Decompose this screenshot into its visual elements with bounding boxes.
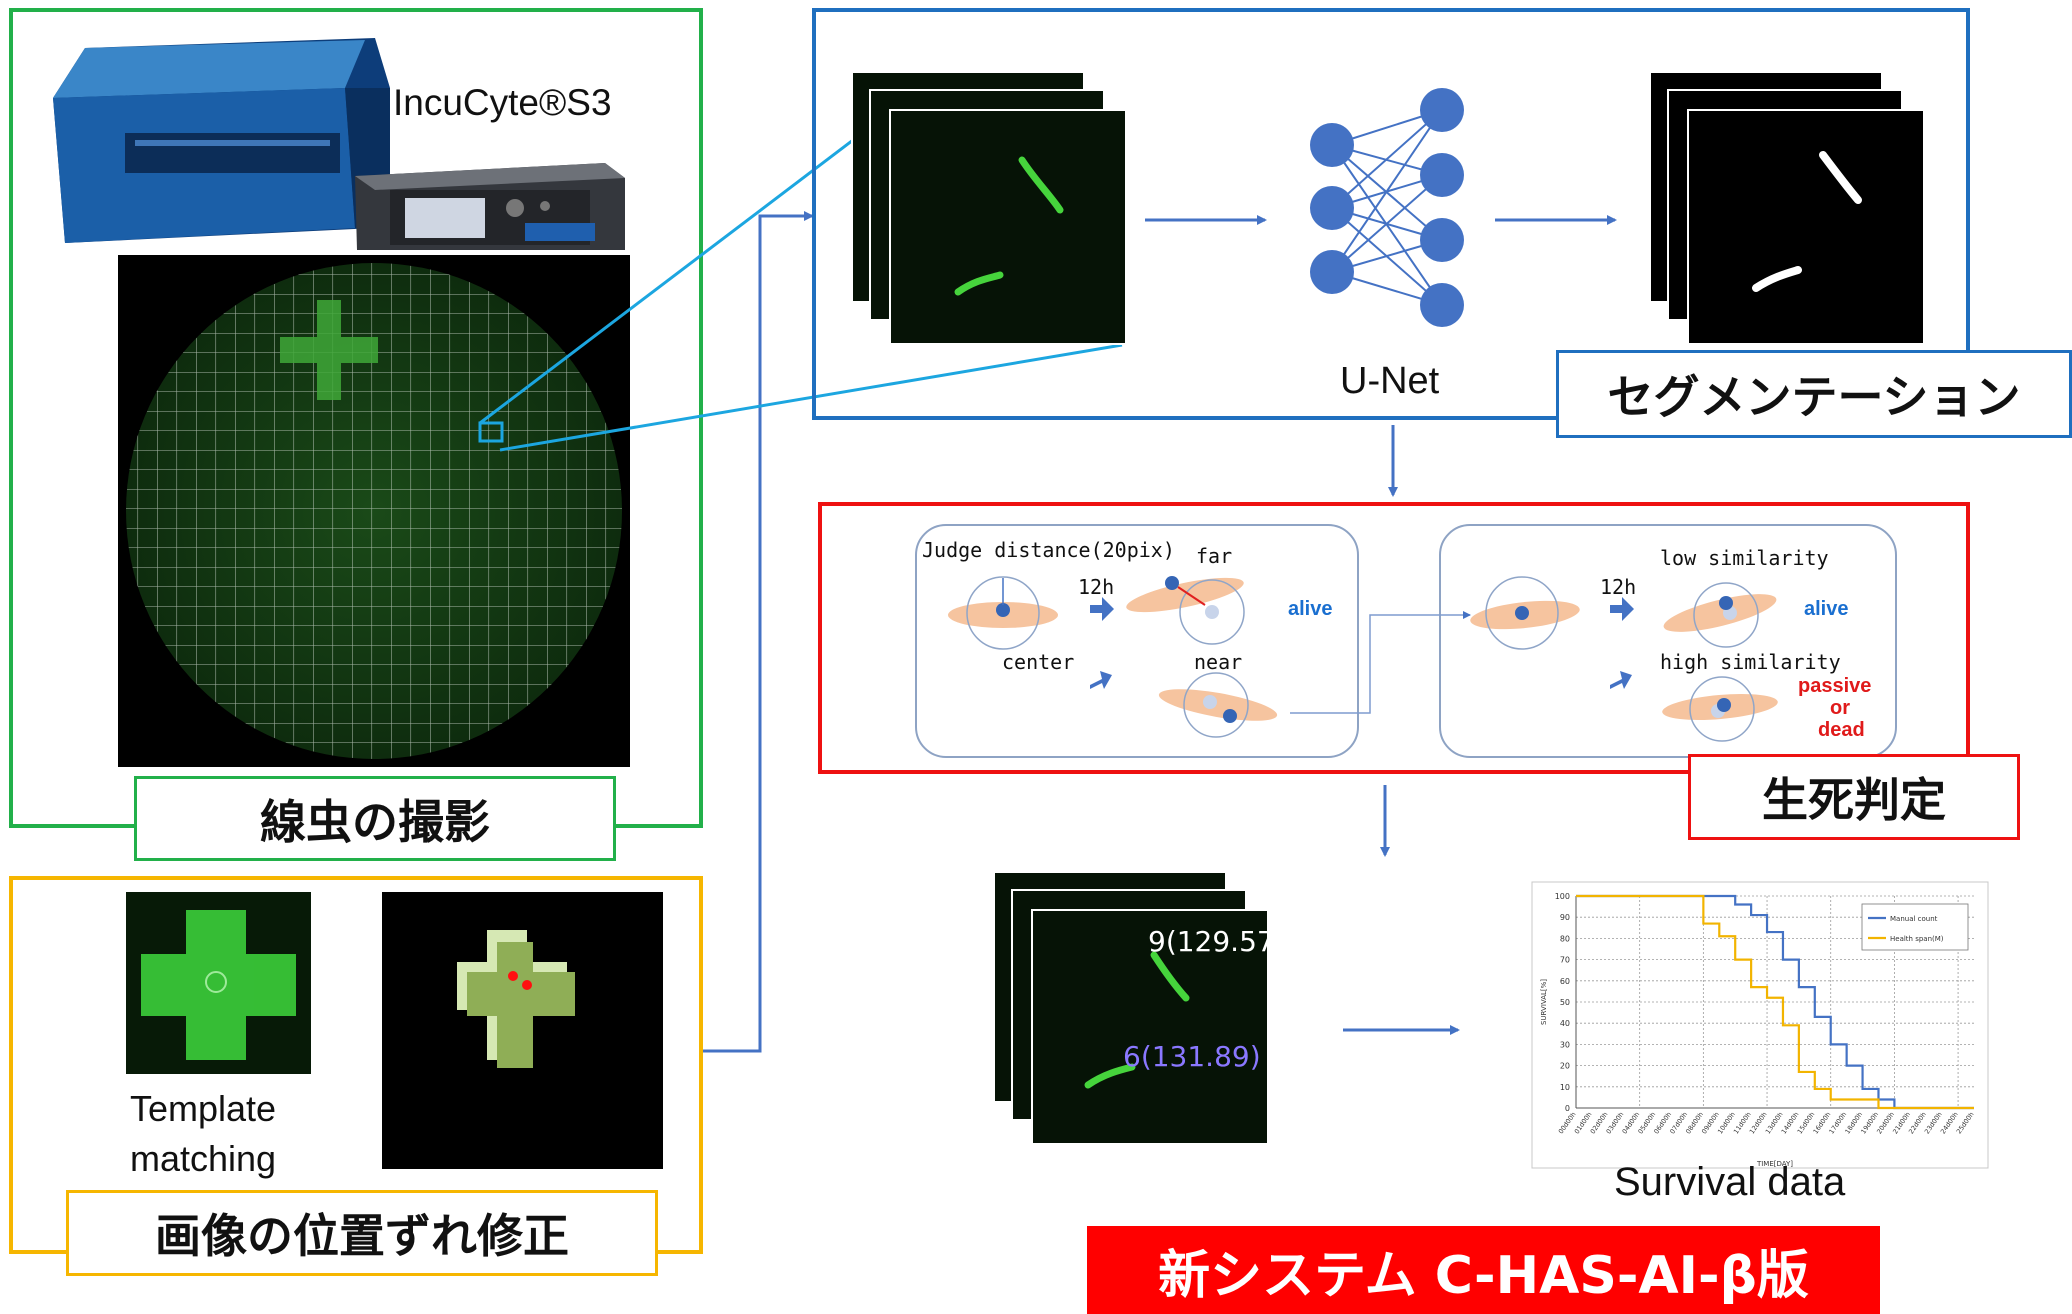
tracked-image-stack (993, 871, 1269, 1145)
low-similarity-text: low similarity (1660, 546, 1829, 570)
y-tick-label: 80 (1560, 934, 1570, 943)
y-tick-label: 100 (1555, 892, 1570, 901)
well-scan-image (118, 255, 630, 767)
y-tick-label: 10 (1560, 1083, 1570, 1092)
worm-id-label-1: 9(129.57 (1148, 925, 1268, 958)
imaging-label: 線虫の撮影 (134, 776, 616, 861)
interval-12h-b: 12h (1600, 575, 1637, 599)
y-tick-label: 40 (1560, 1019, 1570, 1028)
center-text: center (1002, 650, 1075, 674)
y-tick-label: 20 (1560, 1062, 1570, 1071)
judgement-frame (818, 502, 1970, 774)
legend-box (1861, 903, 1969, 951)
passive-text: passive (1798, 675, 1872, 697)
segmentation-label: セグメンテーション (1556, 350, 2072, 438)
y-tick-label: 70 (1560, 956, 1570, 965)
judgement-label: 生死判定 (1688, 754, 2020, 840)
input-image-stack (851, 71, 1127, 345)
legend-label: Manual count (1890, 915, 1938, 923)
high-similarity-text: high similarity (1660, 650, 1841, 674)
alive-text-a: alive (1288, 598, 1333, 620)
survival-caption: Survival data (1614, 1160, 1846, 1204)
unet-diagram (1145, 88, 1464, 327)
dead-text: dead (1818, 719, 1865, 741)
segmentation-frame (812, 8, 1970, 420)
unet-label: U-Net (1340, 360, 1440, 402)
interval-12h-a: 12h (1078, 575, 1115, 599)
template-text-2: matching (130, 1138, 277, 1179)
or-text: or (1830, 697, 1850, 719)
y-tick-label: 60 (1560, 977, 1570, 986)
legend-label: Health span(M) (1890, 935, 1944, 943)
far-text: far (1196, 544, 1233, 568)
output-arrow (1343, 1025, 1460, 1035)
template-text-1: Template (130, 1088, 277, 1129)
x-axis-label: TIME[DAY] (1756, 1160, 1793, 1168)
system-title: 新システム C-HAS-AI-β版 (1087, 1226, 1880, 1314)
series-line (1576, 894, 1974, 1110)
y-tick-label: 0 (1565, 1104, 1570, 1113)
incucyte-device-image (53, 38, 625, 250)
near-text: near (1194, 650, 1243, 674)
worm-id-label-2: 6(131.89) (1123, 1040, 1261, 1073)
y-axis-label: SURVIVAL[%] (1540, 979, 1548, 1025)
matching-result-image (382, 892, 663, 1169)
device-name: IncuCyte®S3 (393, 82, 612, 123)
survival-chart: 010203040506070809010000d00h01d00h02d00h… (1531, 881, 1989, 1169)
judge-distance-text: Judge distance(20pix) (922, 538, 1175, 562)
judgement-diagram (915, 524, 1897, 758)
unet-to-mask-arrow (1495, 215, 1617, 225)
alive-text-b: alive (1804, 598, 1849, 620)
y-tick-label: 30 (1560, 1040, 1570, 1049)
registration-label: 画像の位置ずれ修正 (66, 1190, 658, 1276)
y-tick-label: 50 (1560, 998, 1570, 1007)
template-image (126, 892, 311, 1074)
y-tick-label: 90 (1560, 913, 1570, 922)
mask-image-stack (1649, 71, 1925, 345)
